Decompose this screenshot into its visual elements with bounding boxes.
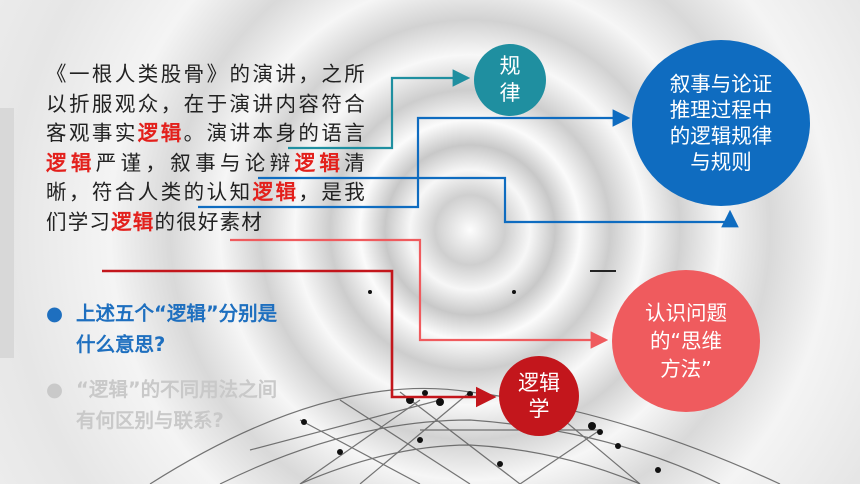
dash-mark: [590, 270, 616, 272]
bubble-thinking-method: 认识问题的“思维方法”: [612, 270, 760, 412]
keyword-logic-4: 逻辑: [252, 180, 299, 205]
bullet-icon: ●: [46, 302, 64, 325]
left-edge-bar: [0, 108, 14, 358]
arrow-to-method: [230, 238, 609, 349]
bubble-logic-science: 逻辑学: [499, 356, 579, 436]
bubble-guilv: 规律: [474, 44, 546, 116]
keyword-logic-1: 逻辑: [137, 121, 184, 146]
arrow-to-guilv: [288, 69, 471, 150]
keyword-logic-2: 逻辑: [46, 150, 96, 175]
keyword-logic-3: 逻辑: [294, 150, 345, 175]
speech-paragraph: 《一根人类股骨》的演讲，之所以折服观众，在于演讲内容符合客观事实逻辑。演讲本身的…: [46, 62, 366, 234]
keyword-logic-5: 逻辑: [111, 209, 155, 234]
question-item-2: ●“逻辑”的不同用法之间 有何区别与联系?: [46, 374, 277, 436]
arrow-to-narrative-1: [198, 109, 631, 209]
arrow-to-logic: [102, 269, 497, 408]
bullet-icon: ●: [46, 378, 64, 401]
question-item-1: ●上述五个“逻辑”分别是 什么意思?: [46, 298, 277, 360]
bubble-narrative-logic: 叙事与论证推理过程中的逻辑规律与规则: [632, 40, 810, 206]
arrow-to-narrative-2: [258, 176, 739, 228]
